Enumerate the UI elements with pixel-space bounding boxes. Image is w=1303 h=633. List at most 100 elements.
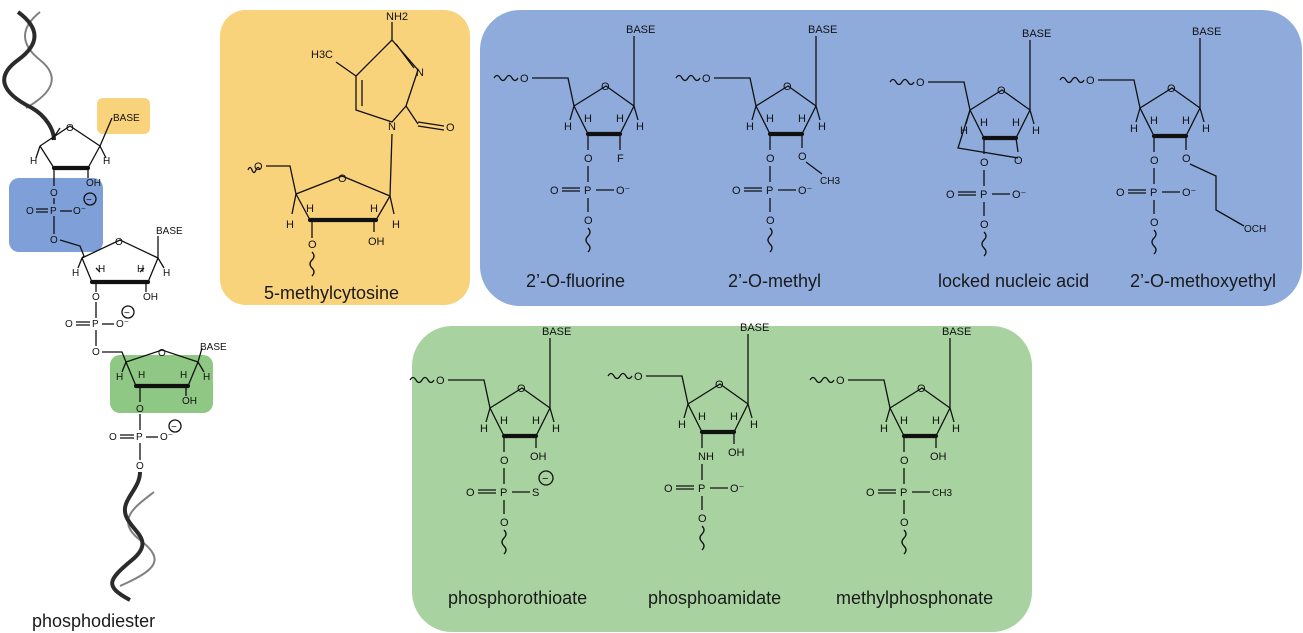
ring-oxygen: O bbox=[601, 81, 610, 93]
atom-h: H bbox=[616, 113, 624, 125]
oxygen: O bbox=[584, 153, 593, 165]
phosphate-2: P O O⁻ − O bbox=[65, 302, 135, 363]
phosphorus: P bbox=[980, 189, 987, 201]
methyl-group: H3C bbox=[311, 49, 333, 61]
atom-h: H bbox=[552, 423, 560, 435]
atom-h: H bbox=[1202, 123, 1210, 135]
ring-nitrogen: N bbox=[388, 121, 396, 133]
oxygen: O bbox=[466, 487, 475, 499]
oxygen: O bbox=[26, 206, 34, 217]
atom-h: H bbox=[1182, 115, 1190, 127]
atom-h: H bbox=[180, 370, 187, 381]
oxygen: O bbox=[254, 161, 263, 173]
oxygen: O bbox=[92, 292, 100, 303]
methoxy-group: OCH bbox=[1244, 224, 1266, 235]
oxygen: O bbox=[92, 347, 100, 358]
hydroxyl-label: OH bbox=[86, 178, 101, 189]
ring-oxygen: O bbox=[917, 383, 926, 395]
phosphorus: P bbox=[900, 487, 907, 499]
atom-h: H bbox=[306, 203, 314, 215]
atom-h: H bbox=[163, 268, 170, 279]
ring-oxygen: O bbox=[115, 237, 123, 248]
atom-h: H bbox=[286, 219, 294, 231]
atom-h: H bbox=[880, 423, 888, 435]
atom-h: H bbox=[980, 117, 988, 129]
phosphorus: P bbox=[1150, 187, 1157, 199]
atom-h: H bbox=[1150, 115, 1158, 127]
oxygen: O bbox=[136, 404, 144, 415]
label-fluorine: 2’-O-fluorine bbox=[526, 271, 625, 291]
oxygen: O bbox=[50, 235, 58, 246]
atom-h: H bbox=[584, 113, 592, 125]
atom-h: H bbox=[370, 203, 378, 215]
phosphate-tag bbox=[9, 178, 103, 252]
oxygen: O bbox=[1086, 75, 1095, 87]
oxygen-minus: O⁻ bbox=[730, 483, 745, 495]
charge-minus: − bbox=[171, 422, 177, 433]
atom-h: H bbox=[203, 372, 210, 383]
atom-h: H bbox=[30, 156, 37, 167]
nucleotide-2: O BASE H H H H OH O bbox=[72, 226, 183, 303]
phosphate-1: O P O O⁻ − O bbox=[26, 188, 97, 257]
atom-h: H bbox=[72, 268, 79, 279]
hydroxyl-label: OH bbox=[368, 236, 385, 248]
oxygen-minus: O⁻ bbox=[116, 319, 129, 330]
atom-h: H bbox=[532, 415, 540, 427]
phosphorus: P bbox=[92, 319, 99, 330]
atom-h: H bbox=[750, 419, 758, 431]
ring-nitrogen: N bbox=[416, 67, 424, 79]
oxygen: O bbox=[766, 153, 775, 165]
base-label: BASE bbox=[1192, 26, 1221, 38]
oxygen-minus: O⁻ bbox=[160, 432, 173, 443]
oxygen-minus: O⁻ bbox=[73, 206, 86, 217]
panel-backbone-modifications bbox=[412, 326, 1032, 632]
oxygen: O bbox=[866, 487, 875, 499]
base-label: BASE bbox=[808, 24, 837, 36]
atom-h: H bbox=[116, 372, 123, 383]
phosphorus: P bbox=[500, 487, 507, 499]
ring-oxygen: O bbox=[715, 379, 724, 391]
oxygen-minus: O⁻ bbox=[1012, 189, 1027, 201]
oxygen: O bbox=[136, 461, 144, 472]
oxygen: O bbox=[698, 513, 707, 525]
base-label: BASE bbox=[740, 322, 769, 334]
base-label: BASE bbox=[1022, 28, 1051, 40]
atom-h: H bbox=[480, 423, 488, 435]
amine-group: NH2 bbox=[386, 11, 408, 23]
label-phosphorothioate: phosphorothioate bbox=[448, 588, 587, 608]
ring-oxygen: O bbox=[158, 348, 166, 359]
oxygen: O bbox=[766, 215, 775, 227]
phosphorus: P bbox=[766, 185, 773, 197]
label-methyl: 2’-O-methyl bbox=[728, 271, 821, 291]
atom-h: H bbox=[730, 411, 738, 423]
top-helix bbox=[2, 10, 56, 141]
hydroxyl-label: OH bbox=[930, 451, 947, 463]
phosphorus: P bbox=[584, 185, 591, 197]
base-label: BASE bbox=[542, 326, 571, 338]
oxygen: O bbox=[584, 215, 593, 227]
carbonyl-oxygen: O bbox=[446, 122, 455, 134]
hydroxyl-label: OH bbox=[143, 292, 158, 303]
oxygen: O bbox=[634, 371, 643, 383]
atom-h: H bbox=[392, 219, 400, 231]
hydroxyl-label: OH bbox=[728, 447, 745, 459]
phosphodiester-strand: O H H OH BASE O P O O⁻ − O bbox=[2, 10, 227, 602]
label-phosphodiester: phosphodiester bbox=[32, 611, 155, 631]
oxygen: O bbox=[916, 77, 925, 89]
base-label: BASE bbox=[156, 226, 183, 237]
nucleotide-3: O BASE H H H H OH O bbox=[116, 342, 227, 415]
oxygen: O bbox=[550, 185, 559, 197]
base-label: BASE bbox=[200, 342, 227, 353]
phosphate-3: P O O⁻ − O bbox=[109, 414, 182, 472]
oxygen-minus: O⁻ bbox=[798, 185, 813, 197]
ring-oxygen: O bbox=[997, 85, 1006, 97]
label-methylcytosine: 5-methylcytosine bbox=[264, 283, 399, 303]
atom-h: H bbox=[818, 121, 826, 133]
